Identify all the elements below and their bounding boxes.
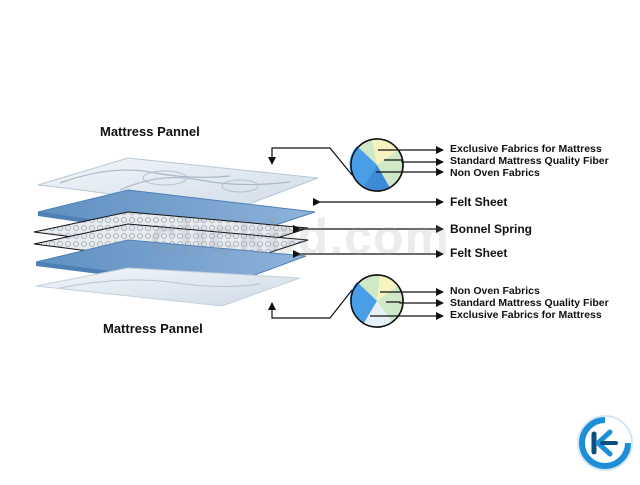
clickbd-logo	[576, 414, 634, 472]
bottom-mattress-panel	[35, 267, 301, 307]
top-panel-title: Mattress Pannel	[100, 124, 200, 139]
top-fabric-label: Non Oven Fabrics	[450, 167, 540, 179]
layer-pointers	[293, 198, 444, 258]
layer-label-felt-bottom: Felt Sheet	[450, 246, 508, 260]
bottom-circle-connector	[268, 289, 353, 319]
bottom-fabric-circle	[349, 274, 404, 328]
top-circle-connector	[268, 147, 353, 176]
layer-label-felt-top: Felt Sheet	[450, 195, 508, 209]
watermark-text: clickbd.com	[150, 209, 450, 265]
layer-label-bonnel-spring: Bonnel Spring	[450, 222, 532, 236]
top-fabric-label: Standard Mattress Quality Fiber	[450, 155, 609, 167]
bottom-fabric-label: Exclusive Fabrics for Mattress	[450, 309, 602, 321]
top-fabric-circle	[349, 138, 404, 192]
top-fabric-pointers	[376, 146, 444, 176]
bottom-fabric-pointers	[370, 288, 444, 320]
bottom-fabric-label: Standard Mattress Quality Fiber	[450, 297, 609, 309]
top-fabric-label: Exclusive Fabrics for Mattress	[450, 143, 602, 155]
logo-icon	[577, 415, 633, 471]
top-mattress-panel	[37, 157, 319, 214]
bottom-fabric-label: Non Oven Fabrics	[450, 285, 540, 297]
bottom-panel-title: Mattress Pannel	[103, 321, 203, 336]
